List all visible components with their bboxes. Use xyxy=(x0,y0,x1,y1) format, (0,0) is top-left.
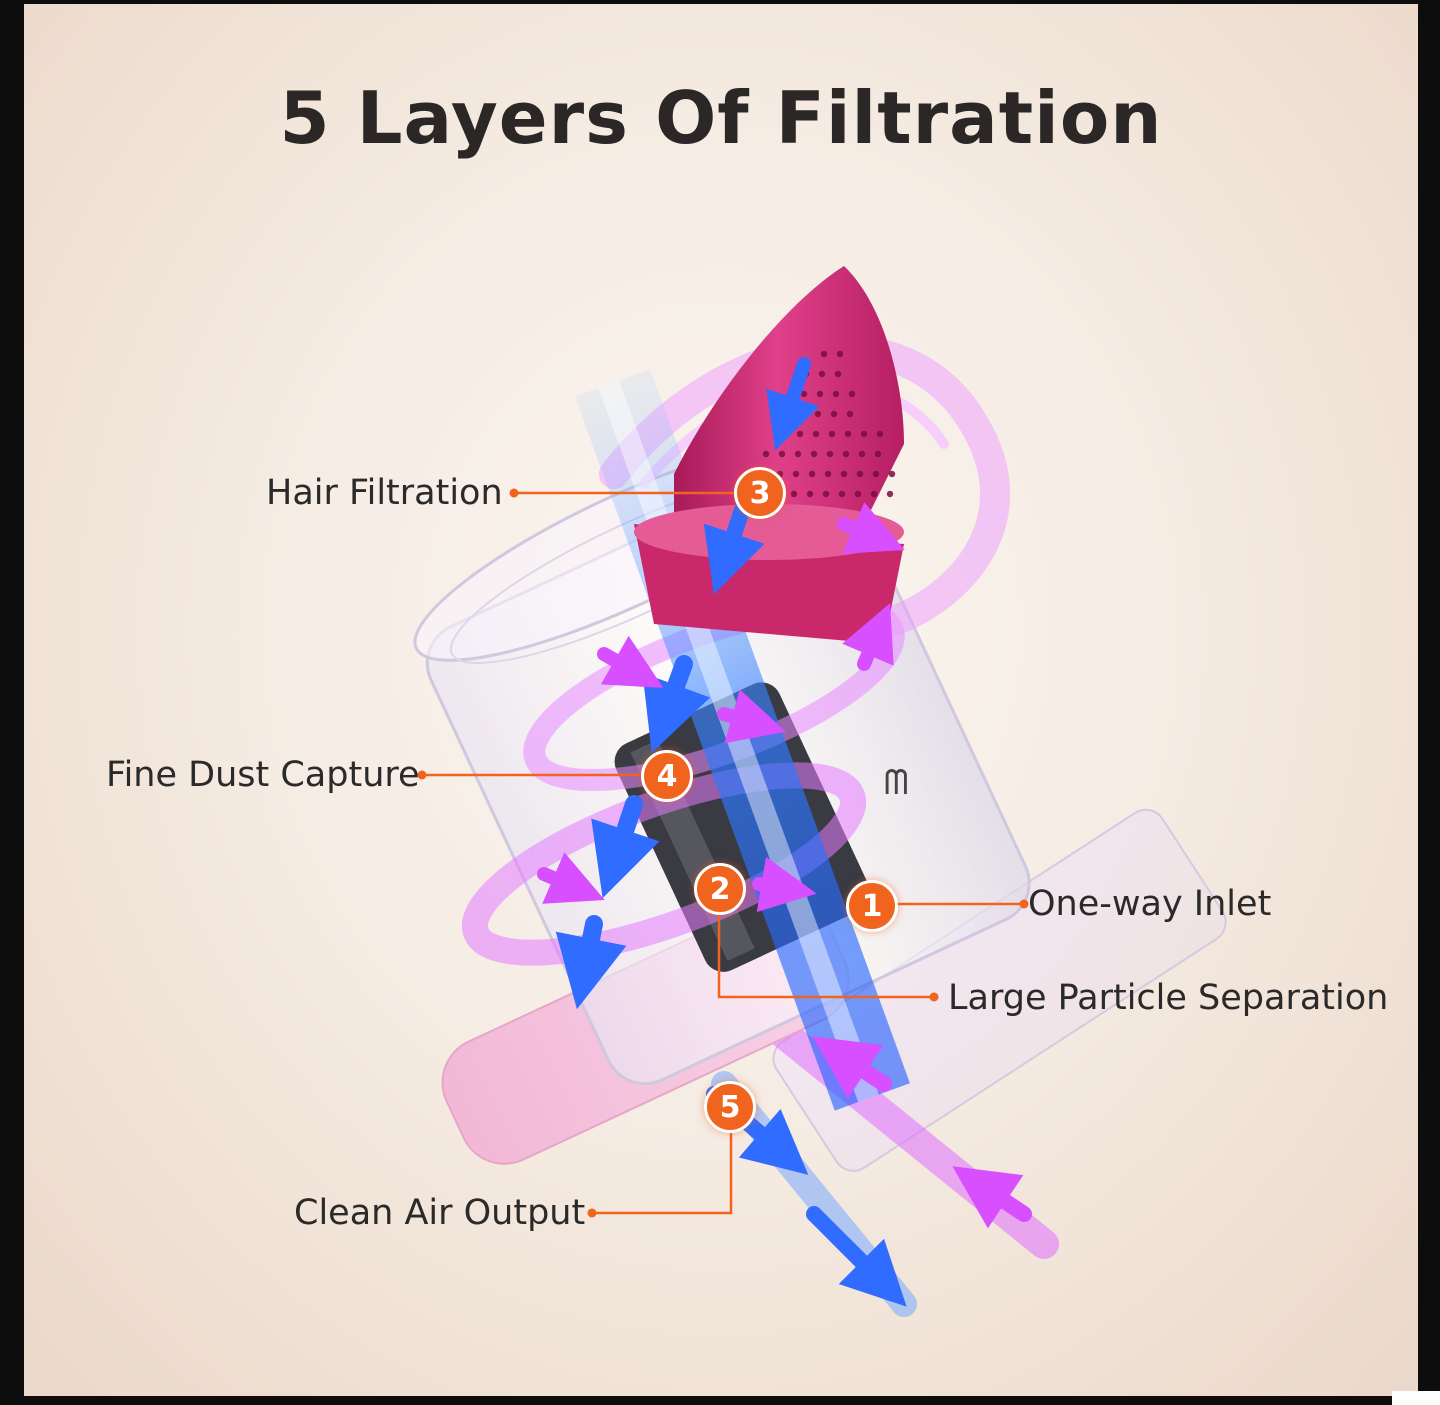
cone-hole xyxy=(794,450,802,458)
cone-hole xyxy=(790,490,798,498)
filter-illustration: ᗰ xyxy=(413,266,1227,1317)
label-large-particle-separation: Large Particle Separation xyxy=(948,978,1389,1018)
cone-hole xyxy=(858,450,866,458)
cone-hole xyxy=(834,370,842,378)
label-fine-dust-capture: Fine Dust Capture xyxy=(106,755,420,795)
brand-logo-mark: ᗰ xyxy=(884,763,909,803)
marker-4: 4 xyxy=(641,750,693,802)
marker-5: 5 xyxy=(704,1081,756,1133)
cone-hole xyxy=(792,470,800,478)
cone-hole xyxy=(798,410,806,418)
cone-hole xyxy=(780,430,788,438)
cone-hole xyxy=(836,350,844,358)
cone-hole xyxy=(808,470,816,478)
marker-2: 2 xyxy=(694,863,746,915)
cone-hole xyxy=(814,410,822,418)
cone-hole xyxy=(856,470,864,478)
cone-hole xyxy=(818,370,826,378)
cone-hole xyxy=(830,410,838,418)
cone-hole xyxy=(828,430,836,438)
label-clean-air-output: Clean Air Output xyxy=(294,1193,586,1233)
cone-hole xyxy=(810,450,818,458)
cone-hole xyxy=(874,450,882,458)
cone-hole xyxy=(824,470,832,478)
marker-1: 1 xyxy=(846,880,898,932)
cone-hole xyxy=(840,470,848,478)
cone-hole xyxy=(842,450,850,458)
page-title: 5 Layers Of Filtration xyxy=(279,76,1163,160)
cone-hole xyxy=(822,490,830,498)
corner-chip xyxy=(1392,1391,1440,1405)
cone-hole xyxy=(812,430,820,438)
marker-3: 3 xyxy=(734,467,786,519)
canvas: 5 Layers Of Filtration xyxy=(24,4,1418,1396)
cone-hole xyxy=(796,430,804,438)
cone-hole xyxy=(870,490,878,498)
label-hair-filtration: Hair Filtration xyxy=(266,473,503,513)
cone-hole xyxy=(854,490,862,498)
cone-hole xyxy=(888,470,896,478)
cone-hole xyxy=(886,490,894,498)
cone-hole xyxy=(778,450,786,458)
cone-hole xyxy=(872,470,880,478)
cone-hole xyxy=(820,350,828,358)
cone-hole xyxy=(838,490,846,498)
hair-filter-cone xyxy=(634,266,904,644)
cone-hole xyxy=(826,450,834,458)
callout-dots xyxy=(417,488,1029,1218)
cone-hole xyxy=(844,430,852,438)
cone-hole xyxy=(832,390,840,398)
callout-lines xyxy=(422,491,1024,1215)
cone-hole xyxy=(816,390,824,398)
cone-hole xyxy=(806,490,814,498)
cone-hole xyxy=(860,430,868,438)
cone-hole xyxy=(846,410,854,418)
label-one-way-inlet: One-way Inlet xyxy=(1028,884,1272,924)
cone-hole xyxy=(876,430,884,438)
cone-hole xyxy=(848,390,856,398)
cone-hole xyxy=(762,450,770,458)
